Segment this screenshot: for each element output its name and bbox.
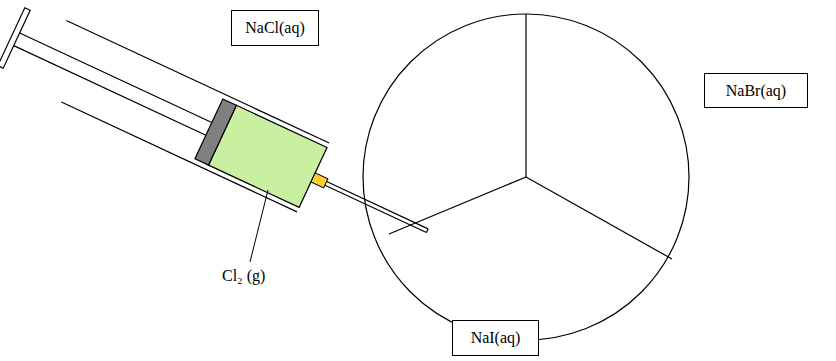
syringe [0, 2, 443, 265]
solution-label: NaI(aq) [471, 328, 521, 347]
divider [389, 177, 526, 234]
spot-plate [363, 14, 689, 340]
leader-line [250, 190, 268, 262]
label-box: NaBr(aq) [704, 73, 808, 108]
divider [526, 177, 672, 259]
gas-label: Cl₂ (g) [222, 266, 265, 285]
label-box: NaI(aq) [452, 320, 539, 356]
solution-label: NaBr(aq) [726, 81, 786, 100]
label-box: NaCl(aq) [231, 10, 319, 46]
divider [525, 14, 526, 177]
solution-label: NaCl(aq) [245, 18, 305, 37]
